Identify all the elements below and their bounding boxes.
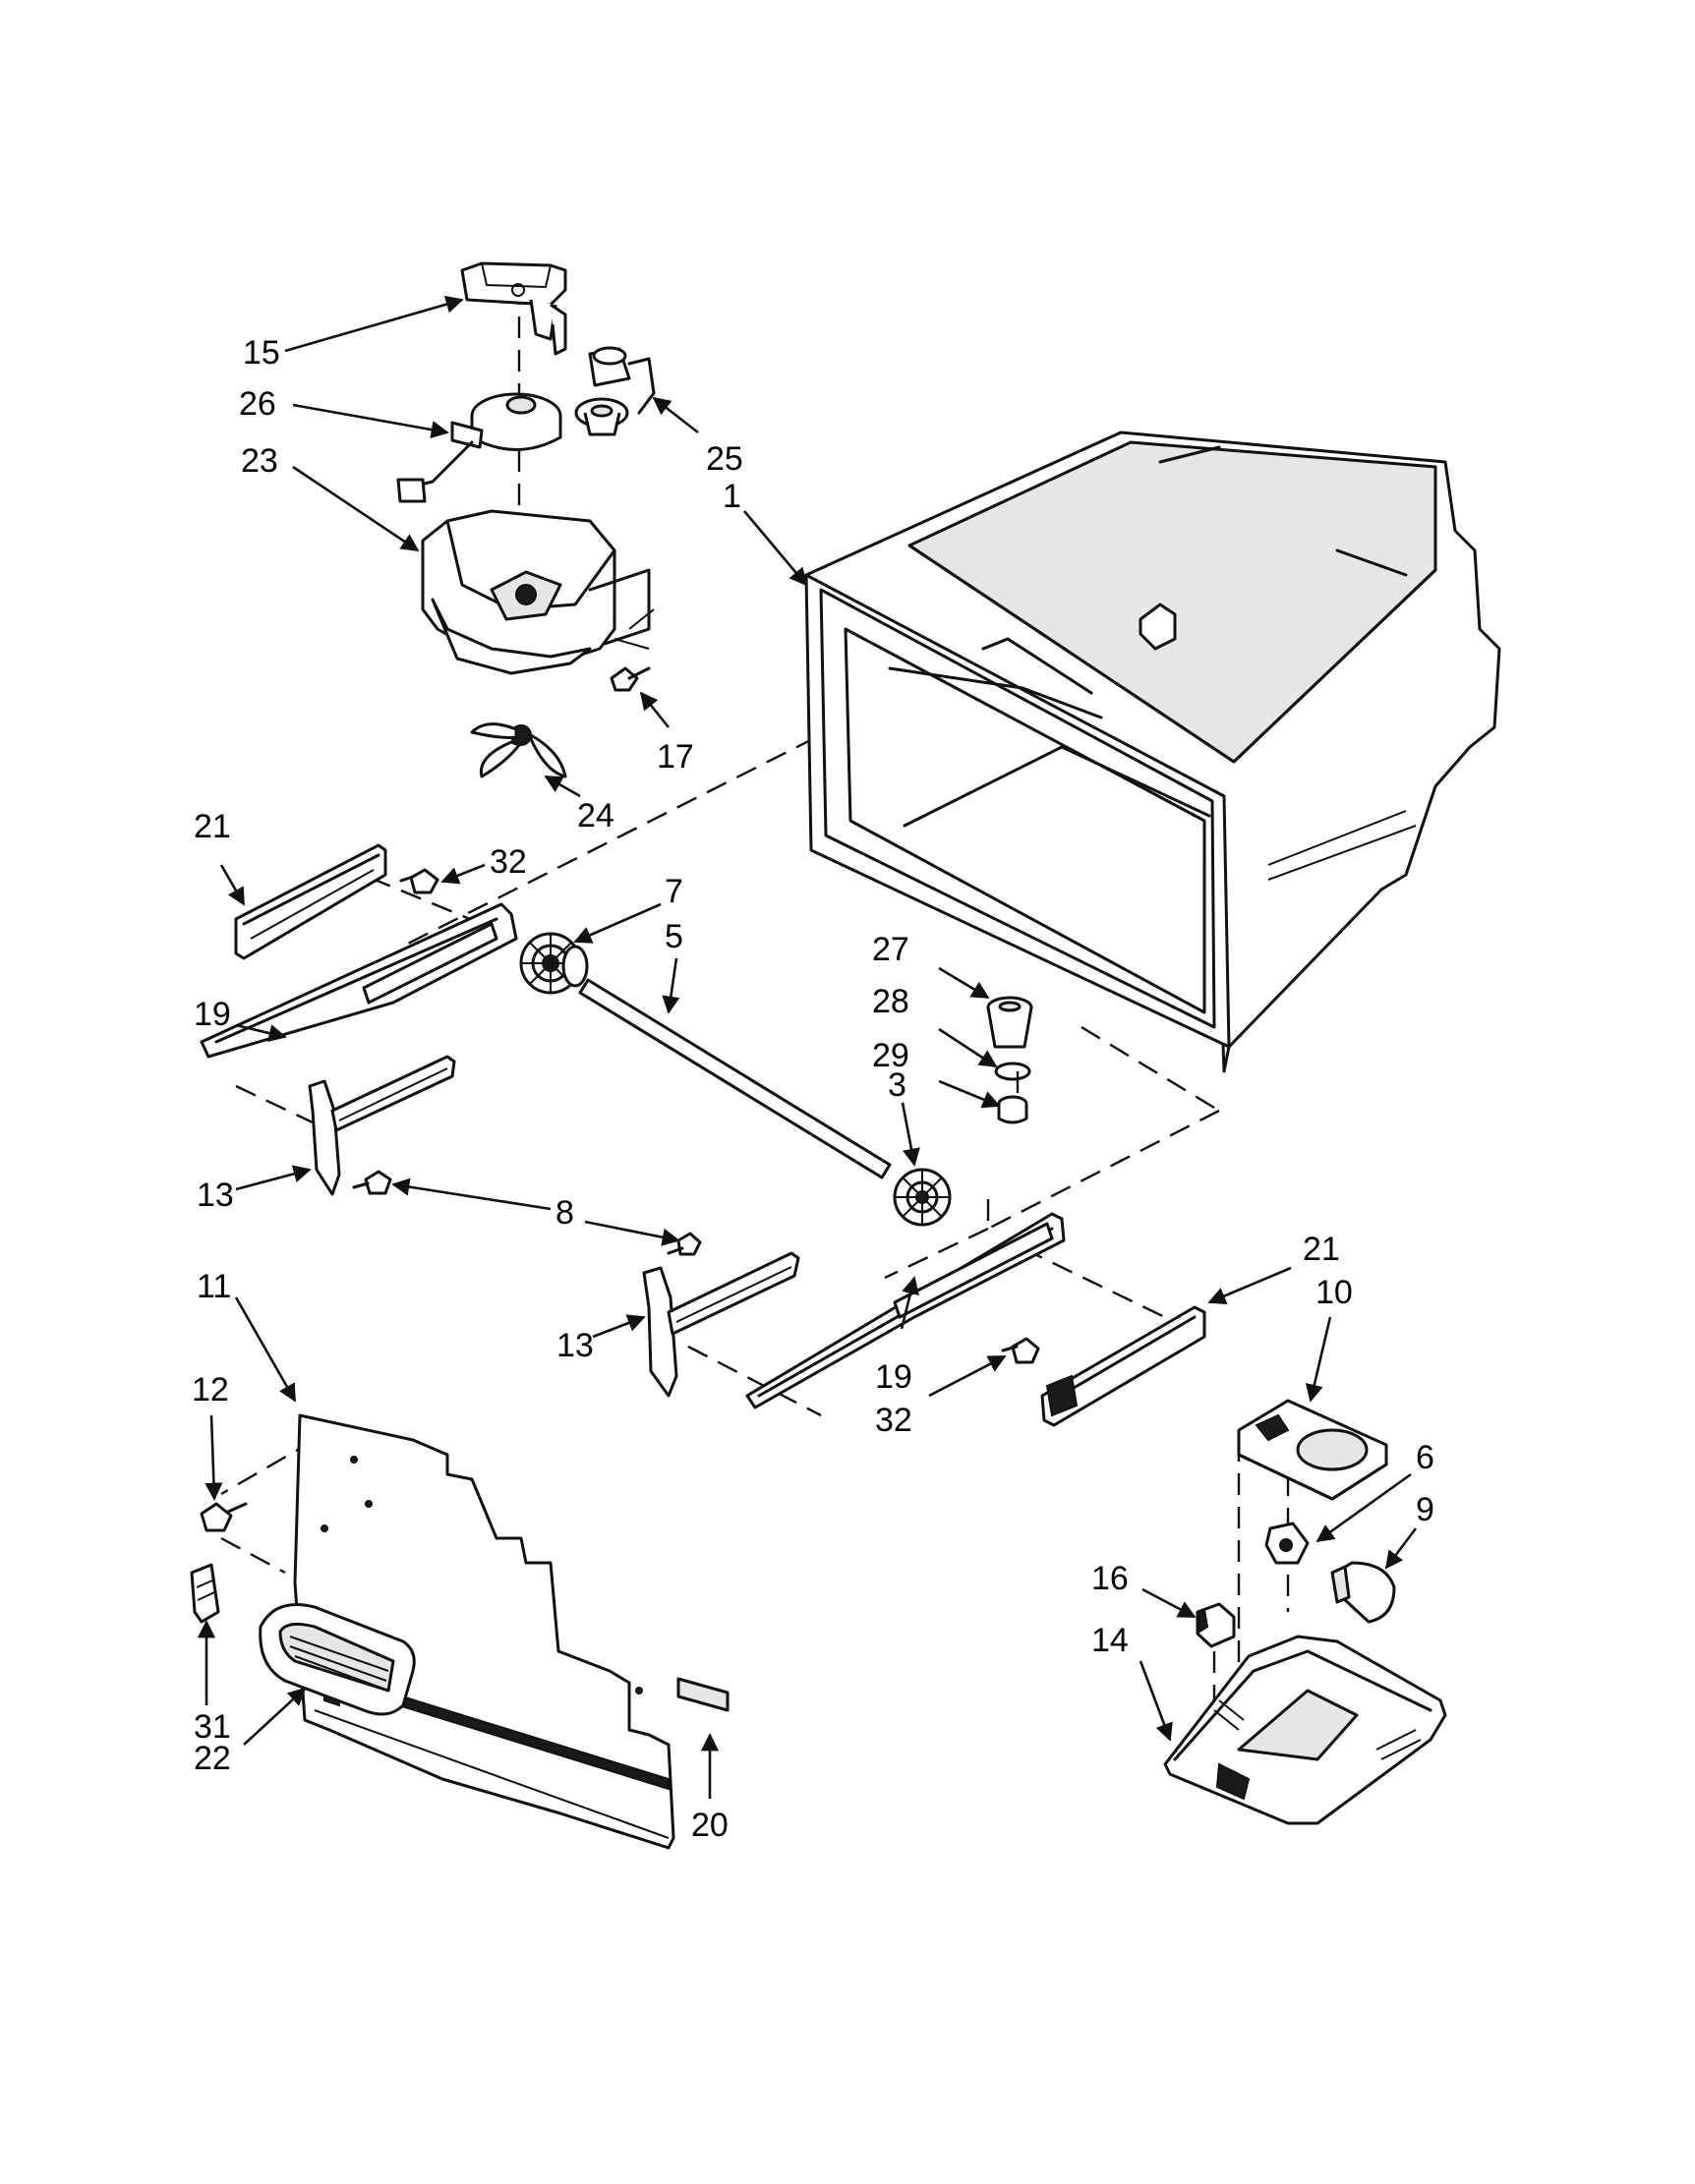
callout-1: 1 <box>723 478 741 515</box>
part-31-clip <box>190 1563 220 1624</box>
callout-3: 3 <box>888 1066 906 1104</box>
callout-28: 28 <box>872 983 909 1020</box>
assembly-dashed-lines <box>220 283 1290 1799</box>
callout-21-right: 21 <box>1303 1231 1340 1268</box>
part-32-screw-bottom <box>1001 1337 1040 1364</box>
callout-8: 8 <box>555 1194 574 1232</box>
part-23-fan-housing <box>421 509 655 675</box>
part-8-screw-left <box>352 1170 392 1195</box>
callout-7: 7 <box>665 873 683 910</box>
callout-11: 11 <box>197 1268 231 1305</box>
part-15-bracket <box>460 261 567 356</box>
part-5-shaft <box>578 978 892 1179</box>
callout-labels: 15 26 23 25 1 17 24 21 32 7 5 27 28 29 3… <box>192 334 1434 1844</box>
callout-29: 29 <box>872 1037 909 1074</box>
part-17-screw <box>610 666 651 692</box>
leader-lines <box>197 295 1418 1799</box>
callout-27: 27 <box>872 931 909 968</box>
part-21-slide-bracket-left <box>234 843 387 960</box>
callout-13-left: 13 <box>197 1177 234 1214</box>
callout-13-right: 13 <box>556 1327 594 1364</box>
callout-17: 17 <box>657 738 694 776</box>
part-20-strip <box>676 1677 730 1712</box>
part-13-bracket-left <box>308 1055 456 1196</box>
callout-23: 23 <box>241 442 278 480</box>
callout-10: 10 <box>1315 1274 1353 1311</box>
part-12-screw <box>200 1502 248 1532</box>
callout-22: 22 <box>194 1740 231 1777</box>
callout-19-right: 19 <box>875 1358 912 1396</box>
part-14-light-base <box>1163 1635 1447 1825</box>
part-28-washer <box>994 1062 1031 1081</box>
callout-16: 16 <box>1091 1560 1129 1597</box>
callout-12: 12 <box>192 1371 229 1408</box>
part-16-switch <box>1196 1602 1236 1648</box>
part-9-bulb <box>1330 1561 1396 1624</box>
part-8-screw-right <box>667 1232 702 1256</box>
part-26-fan-motor <box>396 392 562 503</box>
callout-26: 26 <box>239 385 276 423</box>
callout-14: 14 <box>1091 1622 1129 1659</box>
part-11-cover-panel <box>293 1413 675 1850</box>
callout-32-top: 32 <box>490 843 527 881</box>
part-13-bracket-right <box>642 1251 800 1398</box>
callout-21-left: 21 <box>194 808 231 845</box>
part-7-gear <box>519 932 589 995</box>
callout-9: 9 <box>1416 1491 1434 1528</box>
part-21-slide-bracket-right <box>1040 1305 1206 1427</box>
callout-6: 6 <box>1416 1439 1434 1476</box>
callout-19-left: 19 <box>194 996 231 1033</box>
part-3-gear <box>893 1168 952 1227</box>
callout-24: 24 <box>577 797 614 834</box>
part-29-spacer <box>997 1095 1028 1124</box>
part-1-freezer-drawer <box>804 431 1501 1073</box>
part-6-socket <box>1264 1522 1310 1565</box>
callout-25: 25 <box>706 440 743 478</box>
part-22-grille <box>259 1603 416 1716</box>
part-25-connector <box>574 346 656 436</box>
callout-31: 31 <box>194 1708 231 1746</box>
part-10-light-housing <box>1237 1399 1388 1501</box>
part-32-screw-top <box>399 868 439 894</box>
part-27-cam <box>986 996 1033 1049</box>
callout-32-bottom: 32 <box>875 1402 912 1439</box>
callout-20: 20 <box>691 1807 729 1844</box>
callout-15: 15 <box>243 334 280 372</box>
part-19-rail-left <box>200 902 518 1059</box>
callout-5: 5 <box>665 918 683 955</box>
part-24-fan-blade <box>470 722 567 778</box>
